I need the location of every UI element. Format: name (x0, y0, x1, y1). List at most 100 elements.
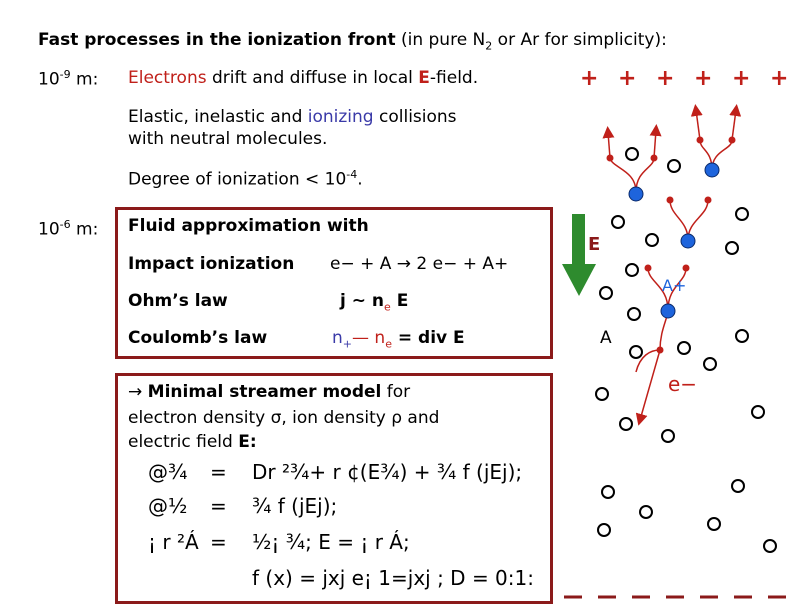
eq3-rhs: ½¡ ¾; E = ¡ r Á; (252, 530, 410, 554)
ion-dot (660, 303, 676, 319)
neutral-dot (735, 329, 749, 343)
eq1-rhs: Dr ²¾+ r ¢(E¾) + ¾ f (jEj); (252, 460, 523, 484)
degree-post: . (357, 169, 363, 190)
scale2-unit: m: (70, 219, 99, 240)
neutral-dot (595, 387, 609, 401)
coulomb-n: n (332, 328, 343, 348)
model-heading-line: → Minimal streamer model for (128, 382, 410, 402)
electron-dot (666, 196, 674, 204)
ion-dot (628, 186, 644, 202)
degree-exp: -4 (346, 168, 358, 181)
streamer-model-box (115, 373, 553, 604)
scale-1e-6: 10-6 m: (38, 218, 98, 240)
electrons-word: Electrons (128, 68, 207, 88)
plus-sign: + (580, 66, 599, 91)
collisions-line2: with neutral molecules. (128, 129, 328, 149)
model-arrow: → (128, 382, 148, 402)
ohm-eq-post: E (390, 291, 409, 311)
model-line3-bold: E: (238, 432, 257, 452)
neutral-dot (639, 505, 653, 519)
neutral-molecules (595, 147, 777, 553)
scale1-base: 10 (38, 69, 60, 90)
neutral-dot (601, 485, 615, 499)
neutral-dot (619, 417, 633, 431)
electron-dot (656, 346, 664, 354)
field-arrow-icon (562, 214, 596, 296)
neutral-dot (661, 429, 675, 443)
impact-equation: e− + A → 2 e− + A+ (330, 254, 509, 274)
title-bold: Fast processes in the ionization front (38, 30, 396, 50)
coulomb-post: = div E (391, 328, 465, 348)
eq1-op: = (210, 460, 227, 484)
neutral-dot (763, 539, 777, 553)
electron-dot (696, 136, 704, 144)
plus-sign: + (694, 66, 713, 91)
neutral-dot (667, 159, 681, 173)
electrons-line: Electrons drift and diffuse in local E-f… (128, 68, 478, 88)
eq4-rhs: f (x) = jxj e¡ 1=jxj ; D = 0:1: (252, 566, 534, 590)
neutral-dot (677, 341, 691, 355)
neutral-dot (611, 215, 625, 229)
ohm-label: Ohm’s law (128, 291, 228, 311)
plus-sign: + (656, 66, 675, 91)
neutral-dot (731, 479, 745, 493)
coulomb-sub-e: e (385, 337, 392, 351)
title-note-sub: 2 (485, 39, 493, 53)
coulomb-sub-plus: + (342, 337, 352, 351)
scale2-exp: -6 (59, 218, 71, 231)
plus-sign: + (770, 66, 789, 91)
neutral-dot (599, 286, 613, 300)
neutral-dot (645, 233, 659, 247)
neutral-dot (625, 147, 639, 161)
scale1-exp: -9 (59, 68, 71, 81)
collisions-line1: Elastic, inelastic and ionizing collisio… (128, 106, 457, 128)
collisions-text: Elastic, inelastic and ionizing collisio… (128, 106, 457, 150)
ion-label: A+ (662, 276, 687, 295)
neutral-dot (751, 405, 765, 419)
plus-sign: + (732, 66, 751, 91)
ionizing-word: ionizing (307, 107, 374, 127)
coulomb-label: Coulomb’s law (128, 328, 268, 348)
slide-title: Fast processes in the ionization front (… (38, 30, 667, 52)
ohm-equation: j ~ ne E (340, 291, 408, 313)
title-note-post: or Ar for simplicity): (492, 30, 667, 50)
electron-dot (650, 154, 658, 162)
model-for: for (386, 382, 411, 402)
fluid-heading: Fluid approximation with (128, 216, 369, 236)
plus-sign: + (618, 66, 637, 91)
eq2-rhs: ¾ f (jEj); (252, 494, 338, 518)
title-note: (in pure N2 or Ar for simplicity): (400, 30, 667, 53)
collisions-post: collisions (373, 107, 457, 127)
eq2-op: = (210, 494, 227, 518)
e-field-symbol: E (418, 68, 430, 88)
electrons-text2: -field. (429, 68, 479, 88)
coulomb-mid: — n (352, 328, 386, 348)
scale-1e-9: 10-9 m: (38, 68, 98, 90)
model-heading: Minimal streamer model (147, 382, 382, 402)
degree-ionization: Degree of ionization < 10-4. (128, 168, 363, 190)
fluid-approximation-box (115, 207, 553, 359)
neutral-dot (707, 517, 721, 531)
neutral-dot (725, 241, 739, 255)
neutral-dot (627, 307, 641, 321)
ohm-eq-pre: j ~ n (340, 291, 385, 311)
electron-dot (682, 264, 690, 272)
scale1-unit: m: (70, 69, 99, 90)
ion-dots (628, 162, 720, 319)
ohm-eq-sub: e (384, 300, 391, 314)
eq3-op: = (210, 530, 227, 554)
impact-label: Impact ionization (128, 254, 295, 274)
neutral-dot (629, 345, 643, 359)
eq1-lhs: @¾ (148, 460, 188, 484)
neutral-dot (625, 263, 639, 277)
eq2-lhs: @½ (148, 494, 188, 518)
neutral-dot (703, 357, 717, 371)
title-note-pre: (in pure N (400, 30, 486, 50)
coulomb-equation: n+— ne = div E (332, 328, 465, 350)
ion-dot (680, 233, 696, 249)
electron-dot (704, 196, 712, 204)
eq3-lhs: ¡ r ²Á (148, 530, 199, 554)
scale2-base: 10 (38, 219, 60, 240)
neutral-label: A (600, 328, 612, 348)
